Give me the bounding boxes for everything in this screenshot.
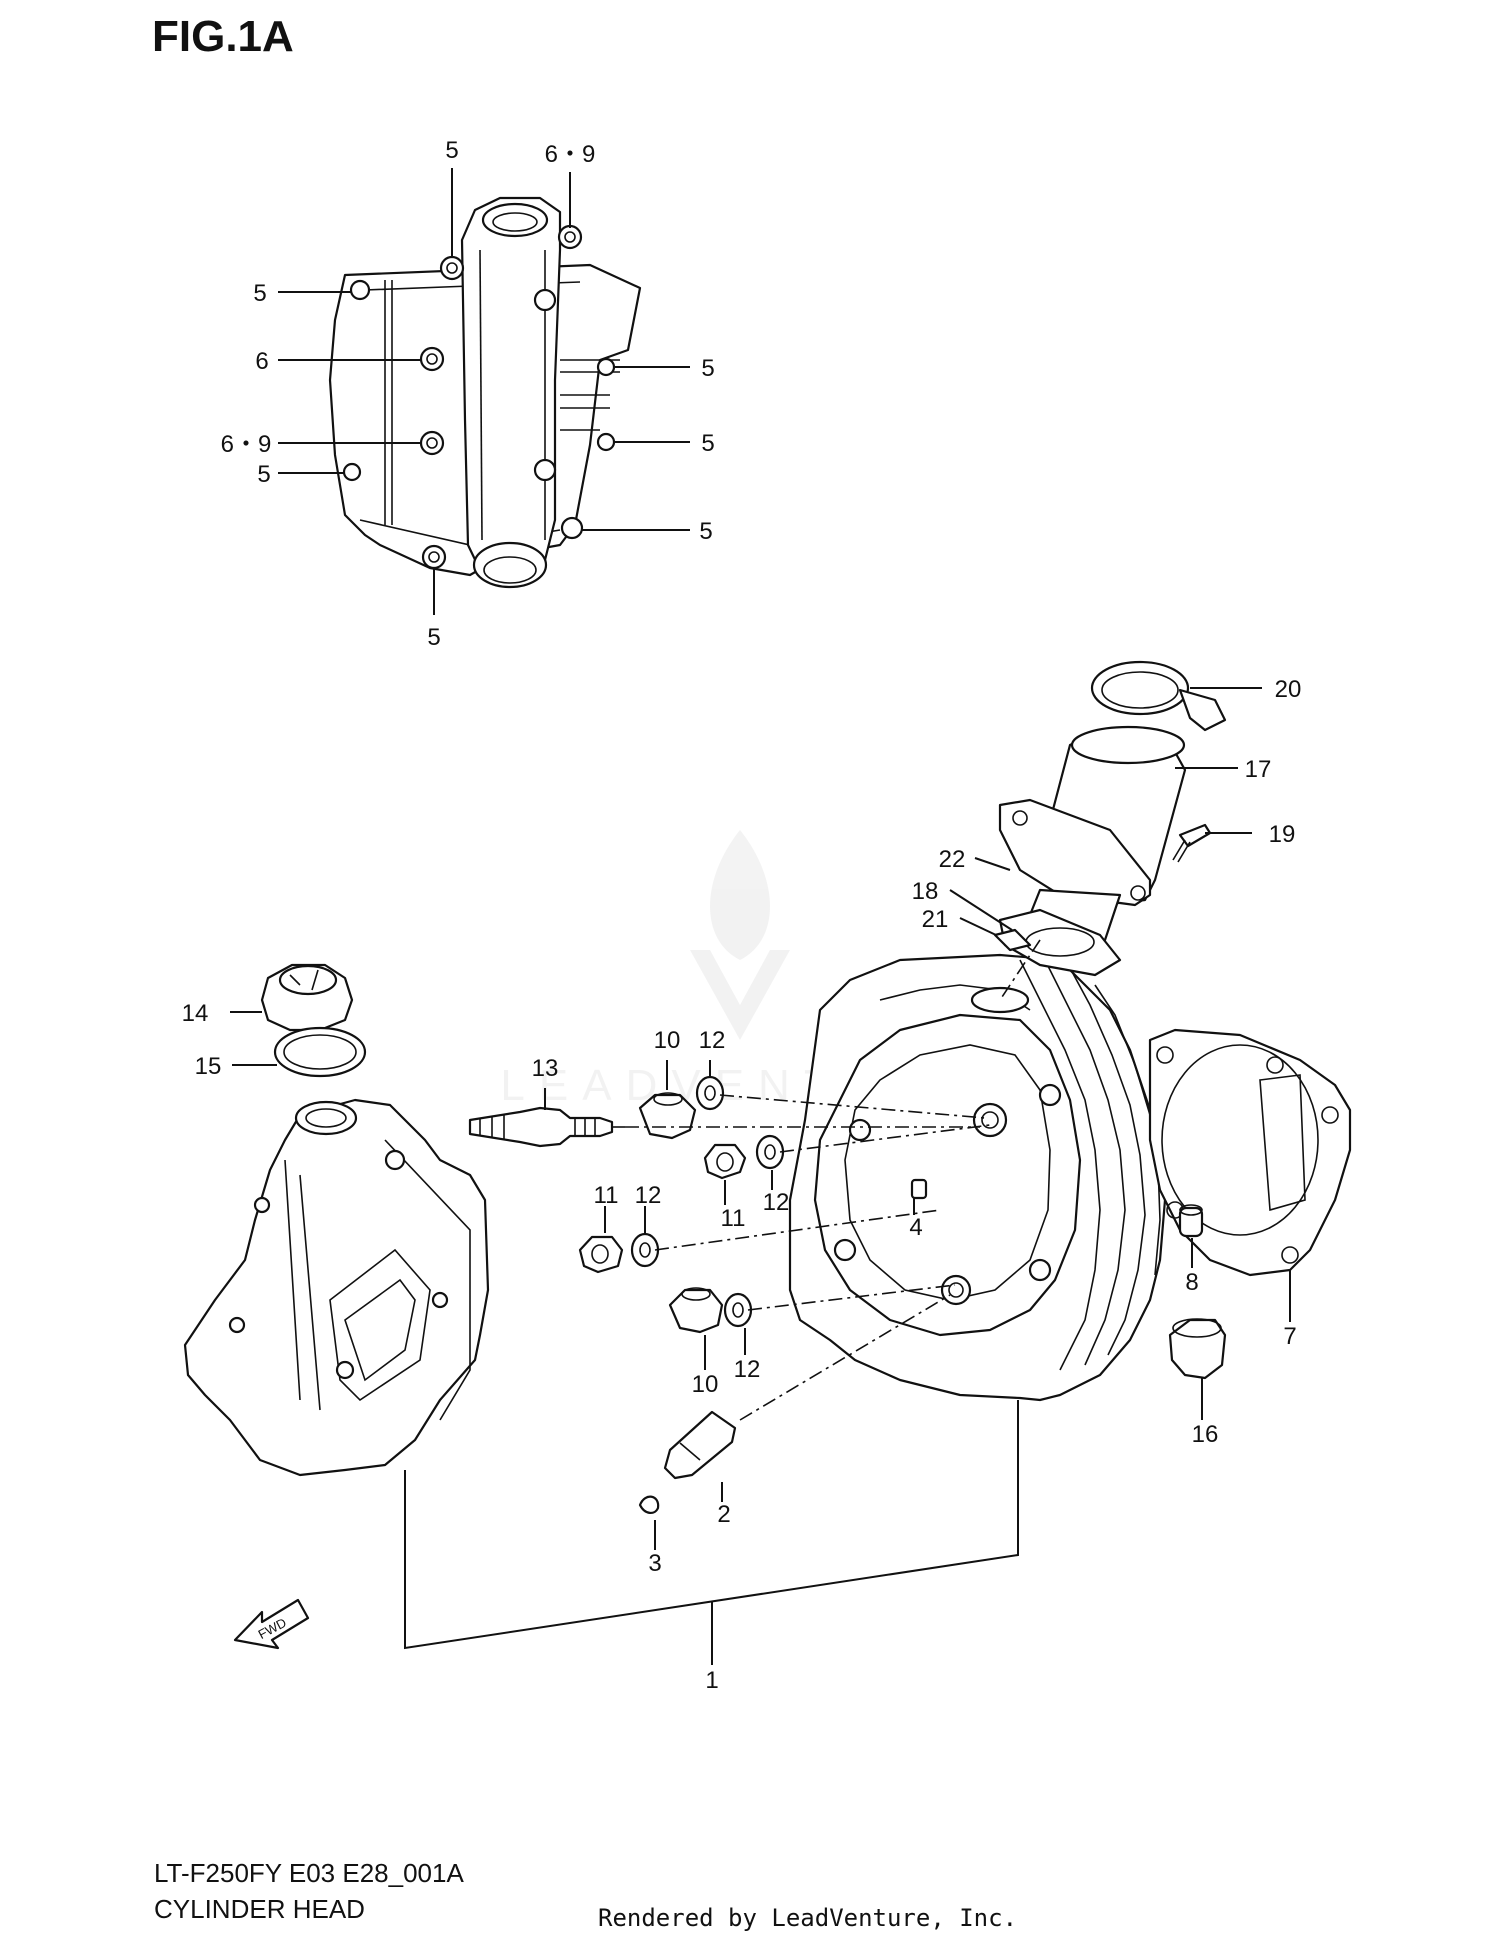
callout-2: 2 <box>717 1501 730 1528</box>
callout-12-upper-b: 12 <box>763 1189 790 1216</box>
callout-7: 7 <box>1283 1323 1296 1350</box>
intake-pipe <box>998 725 1187 952</box>
top-leaders <box>278 168 690 615</box>
nut-lower <box>578 1235 624 1274</box>
callout-13: 13 <box>532 1055 559 1082</box>
figure-title: FIG.1A <box>152 12 294 61</box>
callout-11-lower: 11 <box>594 1182 619 1209</box>
callout-12-lower-b: 12 <box>734 1356 761 1383</box>
main-leaders <box>230 687 1291 1665</box>
callout-10-lower: 10 <box>692 1371 719 1398</box>
nut-upper <box>703 1143 747 1180</box>
callout-14: 14 <box>182 1000 209 1027</box>
cylinder-head <box>788 953 1167 1402</box>
spark-plug <box>468 1106 625 1148</box>
axis-lines <box>625 939 1041 1421</box>
callout-22: 22 <box>939 846 966 873</box>
hose-clamp <box>1090 660 1227 732</box>
callout-6-9-left: 6・9 <box>221 431 272 458</box>
callout-18: 18 <box>912 878 939 905</box>
washer-lower-b <box>723 1292 753 1328</box>
plug-cap <box>1168 1318 1227 1380</box>
callout-5-right-1: 5 <box>701 355 714 382</box>
section-name: CYLINDER HEAD <box>154 1894 365 1924</box>
fwd-arrow-icon: FWD <box>233 1598 310 1650</box>
model-code: LT-F250FY E03 E28_001A <box>154 1858 464 1888</box>
callout-20: 20 <box>1275 676 1302 703</box>
o-ring-small <box>993 928 1032 952</box>
callout-8: 8 <box>1185 1269 1198 1296</box>
cylinder-head-gasket <box>1148 1028 1352 1277</box>
washer-upper-a <box>695 1075 725 1111</box>
callout-1: 1 <box>705 1667 718 1694</box>
callout-12-upper-a: 12 <box>699 1027 726 1054</box>
head-cover-top-view <box>328 196 642 589</box>
callout-10-upper: 10 <box>654 1027 681 1054</box>
callout-5-top-left: 5 <box>445 137 458 164</box>
callout-5-right-2: 5 <box>701 430 714 457</box>
callout-11-upper: 11 <box>721 1205 746 1232</box>
o-ring <box>273 1026 367 1078</box>
washer-upper-b <box>755 1134 785 1170</box>
callout-labels: 5 6・9 5 6 6・9 5 5 5 5 5 20 17 19 22 18 2… <box>182 137 1302 1694</box>
callout-19: 19 <box>1269 821 1296 848</box>
callout-17: 17 <box>1245 756 1272 783</box>
callout-21: 21 <box>922 906 949 933</box>
valve-cover <box>183 1098 490 1477</box>
dowel-pin <box>1178 1204 1204 1238</box>
callout-16: 16 <box>1192 1421 1219 1448</box>
callout-4: 4 <box>909 1214 922 1241</box>
callout-6-9-top: 6・9 <box>545 141 596 168</box>
callout-6-left: 6 <box>255 348 268 375</box>
callout-5-left-2: 5 <box>257 461 270 488</box>
washer-lower-a <box>630 1232 660 1268</box>
callout-5-right-3: 5 <box>699 518 712 545</box>
callout-5-left-1: 5 <box>253 280 266 307</box>
acorn-nut-lower <box>668 1287 724 1334</box>
callout-3: 3 <box>648 1550 661 1577</box>
callout-15: 15 <box>195 1053 222 1080</box>
circlip <box>638 1495 660 1514</box>
render-credit: Rendered by LeadVenture, Inc. <box>598 1904 1018 1932</box>
valve-guide <box>663 1410 737 1480</box>
callout-5-bottom: 5 <box>427 624 440 651</box>
callout-12-lower-a: 12 <box>635 1182 662 1209</box>
screw <box>1172 823 1212 863</box>
oil-filler-cap <box>260 963 354 1032</box>
